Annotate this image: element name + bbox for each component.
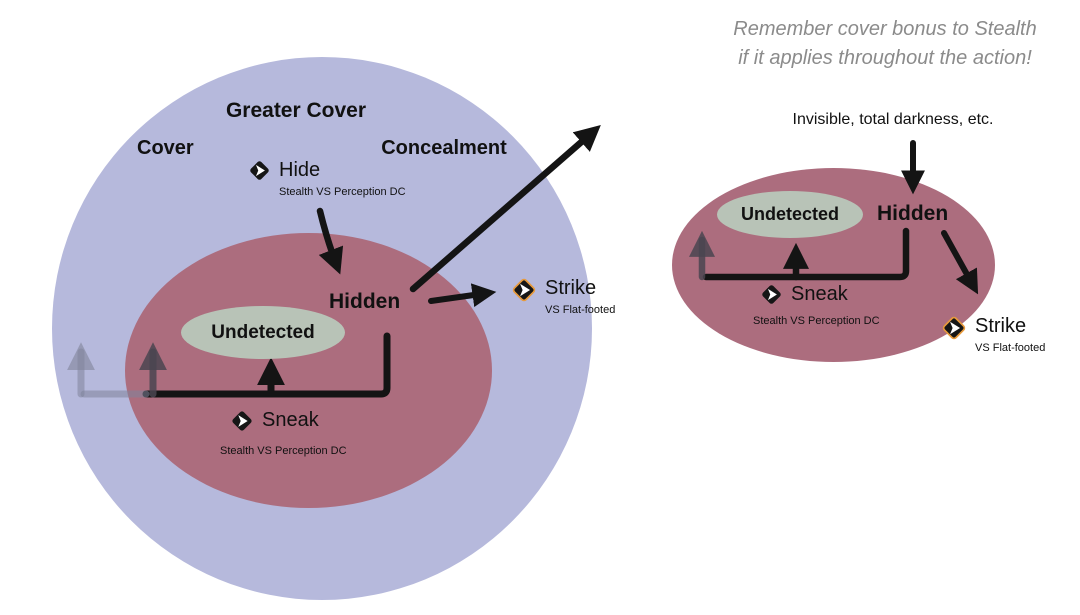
sneak-action-left: Sneak Stealth VS Perception DC — [220, 407, 347, 457]
concealment-label: Concealment — [381, 137, 507, 159]
undetected-region-right: Undetected — [717, 191, 863, 238]
sneak-action-label-left: Sneak — [262, 409, 319, 431]
sneak-action-right: Sneak Stealth VS Perception DC — [753, 281, 880, 327]
undetected-label-left: Undetected — [211, 321, 315, 343]
greater-cover-label: Greater Cover — [225, 99, 367, 122]
strike-action-label-right: Strike — [975, 315, 1027, 337]
sneak-action-subtitle-left: Stealth VS Perception DC — [220, 445, 347, 457]
hidden-label-left: Hidden — [329, 290, 401, 313]
note-line-1: Remember cover bonus to Stealth — [733, 18, 1037, 40]
hidden-label-right: Hidden — [877, 202, 949, 225]
cover-bonus-note: Remember cover bonus to Stealth if it ap… — [715, 15, 1055, 73]
one-action-icon — [229, 408, 255, 434]
one-action-icon — [510, 276, 538, 304]
one-action-icon — [759, 282, 784, 307]
hidden-region-left — [125, 233, 492, 508]
hide-action: Hide Stealth VS Perception DC — [247, 157, 406, 198]
note-line-2: if it applies throughout the action! — [738, 47, 1032, 69]
sneak-action-subtitle-right: Stealth VS Perception DC — [753, 315, 880, 327]
one-action-icon — [940, 314, 968, 342]
undetected-region-left: Undetected — [181, 306, 345, 359]
sneak-action-label-right: Sneak — [791, 283, 848, 305]
strike-action-subtitle-right: VS Flat-footed — [975, 342, 1046, 354]
invisible-condition-label: Invisible, total darkness, etc. — [792, 111, 994, 128]
hide-action-subtitle: Stealth VS Perception DC — [279, 186, 406, 198]
undetected-label-right: Undetected — [740, 204, 839, 224]
strike-action-left: Strike VS Flat-footed — [510, 275, 615, 316]
hide-action-label: Hide — [279, 159, 321, 181]
strike-action-label-left: Strike — [545, 277, 597, 299]
strike-action-subtitle-left: VS Flat-footed — [545, 304, 616, 316]
one-action-icon — [247, 158, 272, 183]
strike-action-right: Strike VS Flat-footed — [940, 313, 1045, 354]
cover-label: Cover — [137, 137, 194, 159]
